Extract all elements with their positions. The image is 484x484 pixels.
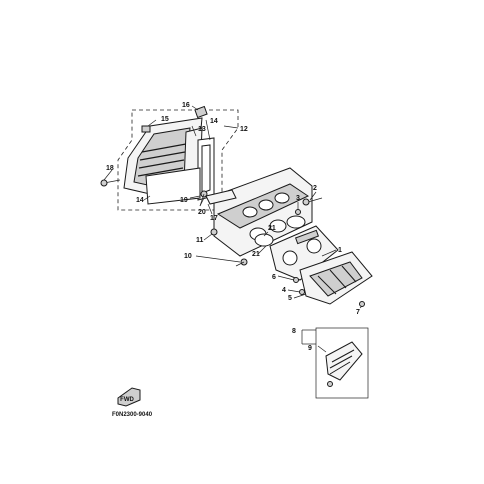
callout-15: 15 — [161, 116, 169, 123]
callout-19: 19 — [180, 197, 188, 204]
detail-inset-box — [315, 327, 369, 399]
callout-13: 13 — [198, 126, 206, 133]
bolt-part-6 — [293, 277, 299, 283]
callout-9: 9 — [308, 345, 312, 352]
callout-4: 4 — [282, 287, 286, 294]
callout-21a: 21 — [268, 225, 276, 232]
reed-valve-block — [299, 251, 373, 305]
callout-10: 10 — [184, 253, 192, 260]
bolt-part-3 — [295, 209, 301, 215]
clip-part-15 — [141, 125, 151, 133]
front-direction-mark: FWD — [117, 387, 141, 407]
callout-14b: 14 — [136, 197, 144, 204]
bracket-part-17 — [205, 189, 237, 205]
front-mark-text: FWD — [120, 397, 134, 403]
diagram-reference-code: F0N2300-9040 — [112, 412, 153, 418]
callout-21b: 21 — [252, 251, 260, 258]
callout-8: 8 — [292, 328, 296, 335]
callout-11: 11 — [196, 237, 204, 244]
callout-7: 7 — [356, 309, 360, 316]
sensor-part-16 — [194, 105, 208, 119]
callout-6: 6 — [272, 274, 276, 281]
reed-valve-part-9 — [325, 341, 363, 387]
throttle-body-assembly — [269, 225, 339, 281]
bolt-part-4 — [299, 289, 305, 295]
callout-20: 20 — [198, 209, 206, 216]
callout-16: 16 — [182, 102, 190, 109]
screw-part-18 — [100, 179, 121, 187]
gasket-13-14 — [145, 137, 215, 205]
leader-lines — [103, 105, 363, 353]
callout-5: 5 — [288, 295, 292, 302]
callout-17: 17 — [210, 215, 218, 222]
callout-18: 18 — [106, 165, 114, 172]
bolt-part-7 — [359, 301, 365, 307]
bolt-part-10-11 — [210, 228, 248, 267]
bolt-part-2 — [302, 197, 323, 206]
o-ring-part-21 — [254, 215, 306, 247]
callout-12: 12 — [240, 126, 248, 133]
callout-2: 2 — [313, 185, 317, 192]
callout-1: 1 — [338, 247, 342, 254]
callout-3: 3 — [296, 195, 300, 202]
callout-14a: 14 — [210, 118, 218, 125]
